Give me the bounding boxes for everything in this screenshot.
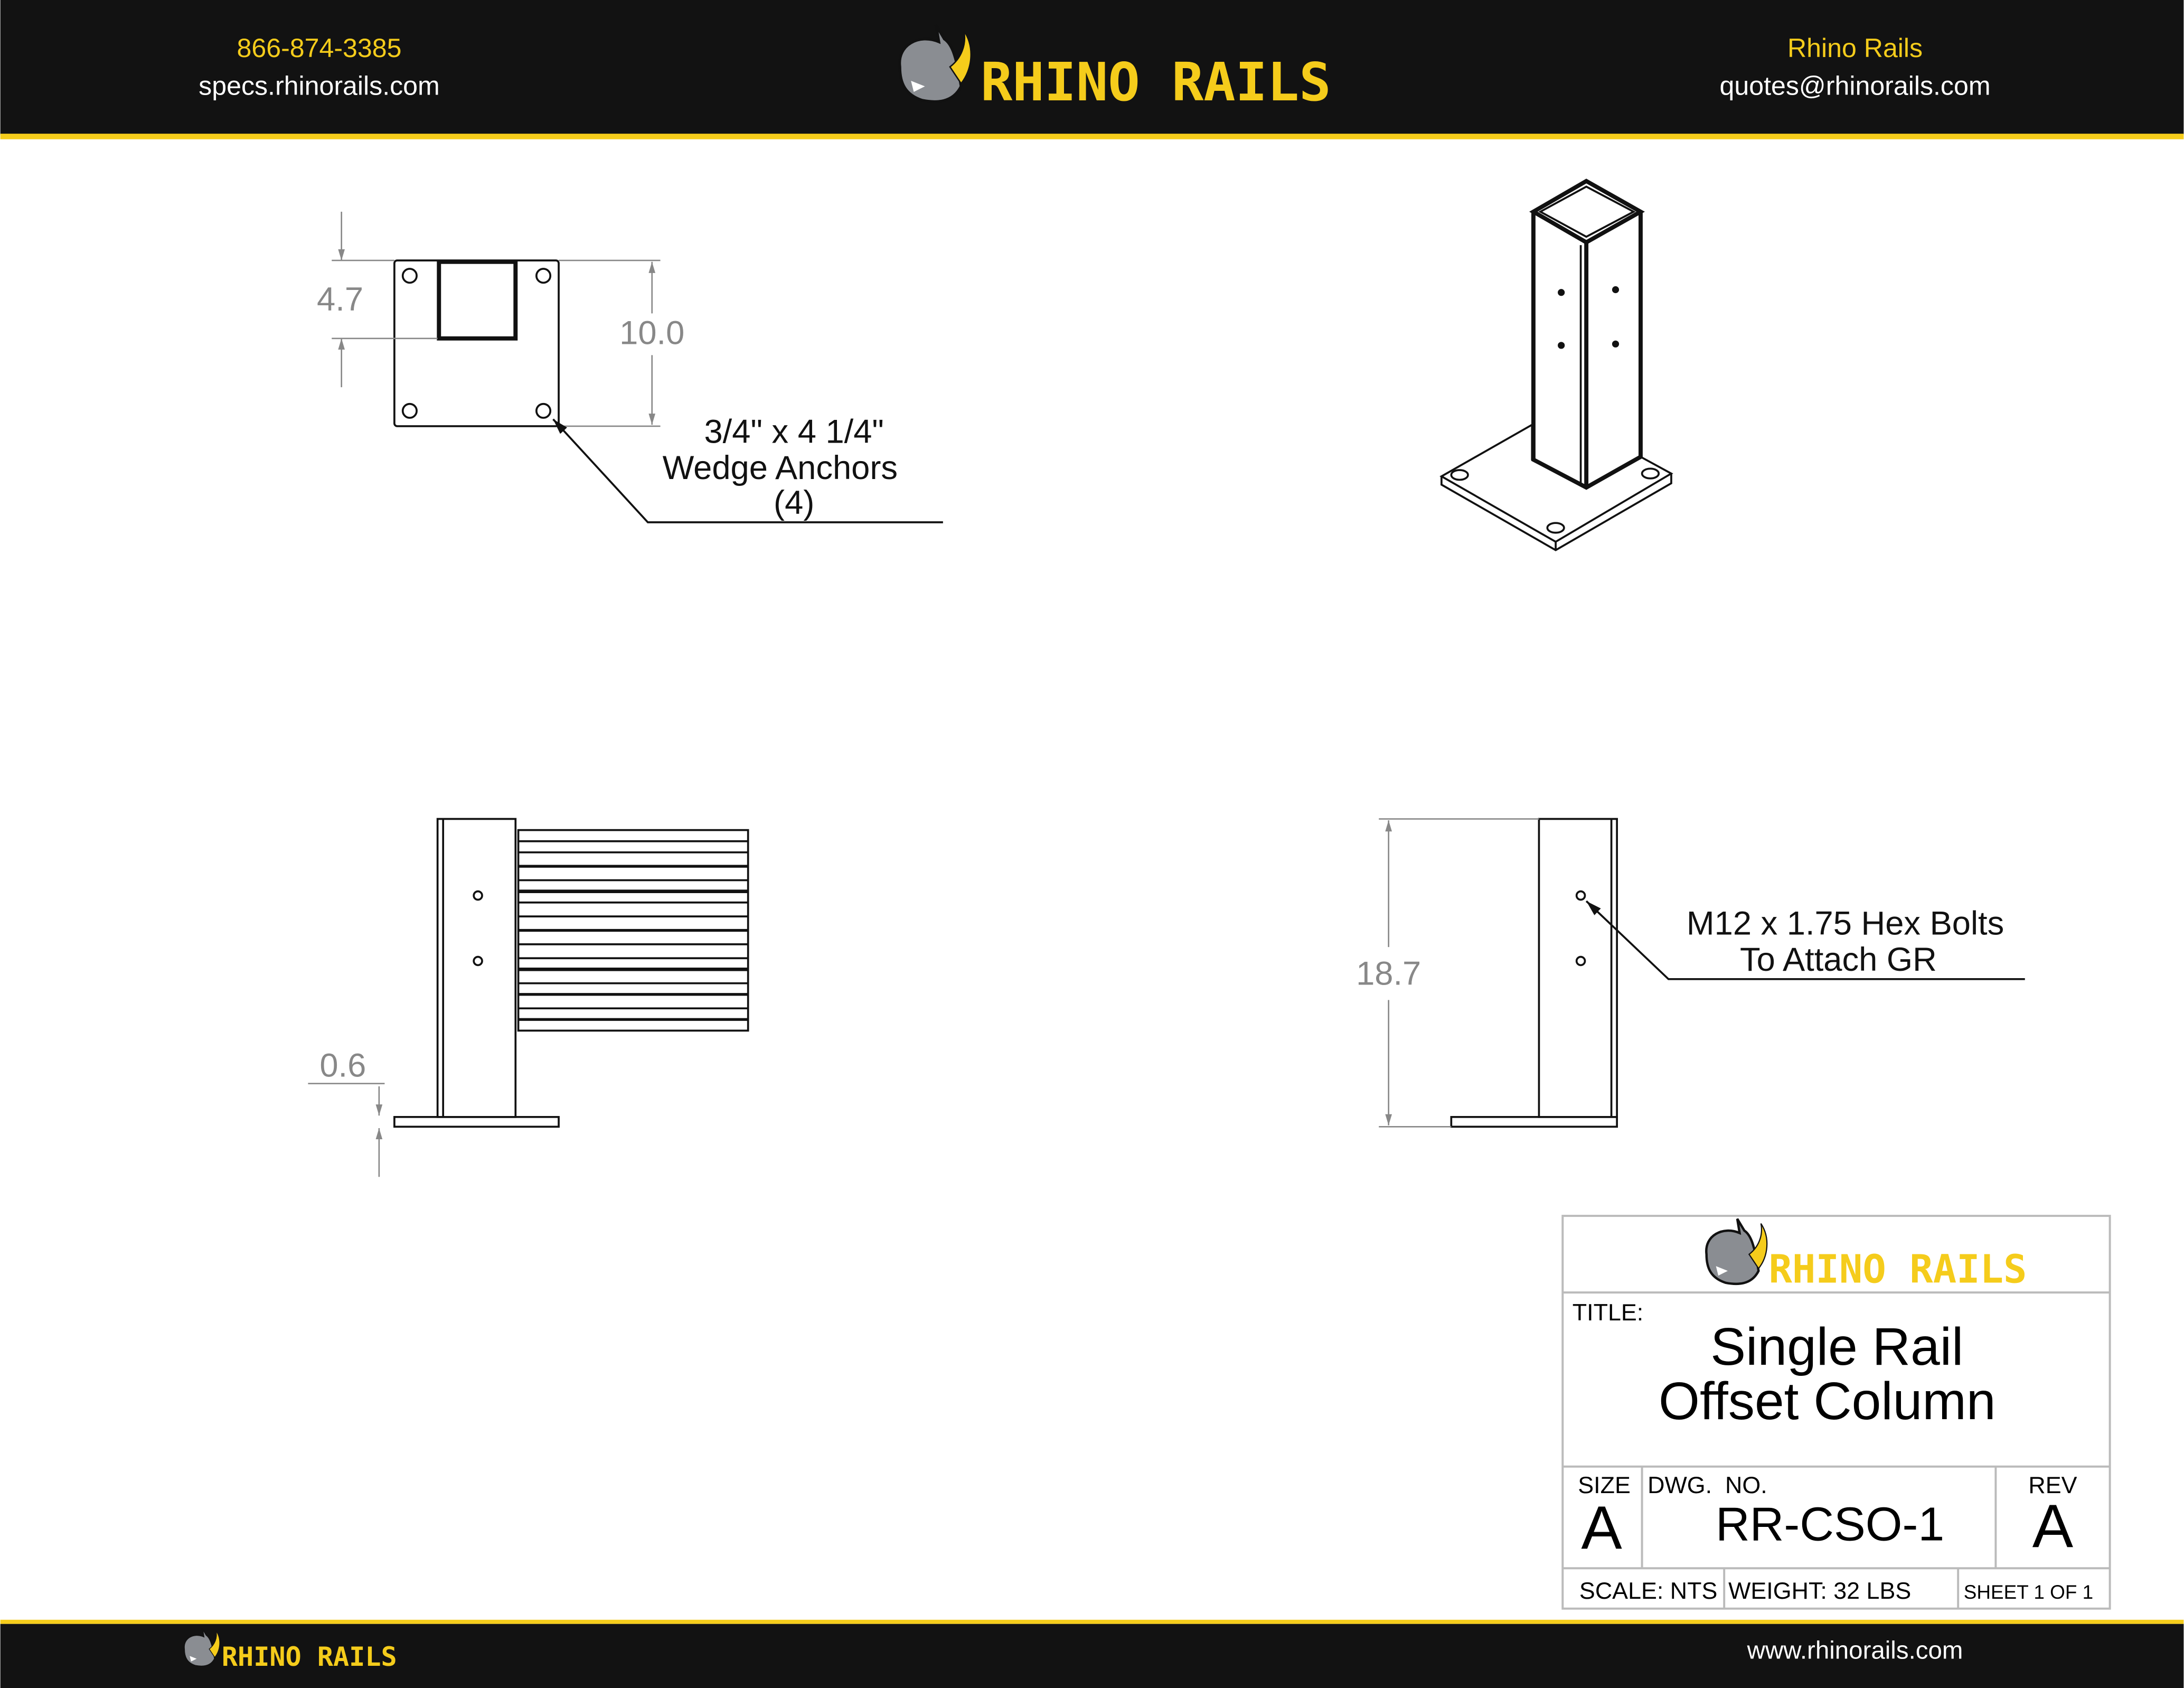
anchor-note: 3/4" x 4 1/4"	[704, 414, 884, 451]
top-view-drawing: 4.7 10.0 3/4" x 4 1/4" Wedge Anchors (4)	[317, 211, 943, 523]
bolt-note: M12 x 1.75 Hex Bolts	[1687, 905, 2004, 942]
sheet-value: SHEET 1 OF 1	[1964, 1581, 2093, 1603]
phone-number[interactable]: 866-874-3385	[237, 33, 402, 63]
drawing-title: Offset Column	[1659, 1372, 1996, 1431]
footer-bar: RHINO RAILS www.rhinorails.com	[0, 1619, 2184, 1688]
anchor-note: (4)	[774, 484, 814, 521]
email-link[interactable]: quotes@rhinorails.com	[1720, 71, 1991, 100]
size-value: A	[1581, 1493, 1622, 1562]
website-link[interactable]: www.rhinorails.com	[1747, 1637, 1963, 1665]
dimension-label: 10.0	[619, 314, 684, 351]
scale-value: SCALE: NTS	[1579, 1578, 1717, 1604]
weight-value: WEIGHT: 32 LBS	[1728, 1578, 1911, 1604]
dimension-label: 18.7	[1356, 955, 1421, 992]
title-block: RHINO RAILS TITLE: Single Rail Offset Co…	[1561, 1215, 2111, 1610]
side-view-drawing: 0.6	[308, 818, 749, 1177]
specs-link[interactable]: specs.rhinorails.com	[199, 71, 440, 100]
isometric-view-drawing	[1439, 179, 1673, 551]
size-label: SIZE	[1578, 1472, 1631, 1498]
rhino-logo-icon	[1706, 1219, 1767, 1284]
anchor-note: Wedge Anchors	[663, 449, 898, 486]
drawing-title: Single Rail	[1710, 1317, 1963, 1376]
header-bar: 866-874-3385 specs.rhinorails.com Rhino …	[0, 0, 2184, 139]
dimension-label: 4.7	[317, 281, 363, 318]
front-view-drawing: 18.7 M12 x 1.75 Hex Bolts To Attach GR	[1356, 818, 2025, 1128]
title-label: TITLE:	[1573, 1299, 1643, 1326]
dwg-no-label: DWG. NO.	[1648, 1472, 1767, 1498]
rev-value: A	[2032, 1492, 2074, 1561]
company-name: Rhino Rails	[1787, 33, 1923, 63]
bolt-note: To Attach GR	[1740, 941, 1937, 978]
header-logo: RHINO RAILS	[900, 25, 1331, 113]
dwg-no-value: RR-CSO-1	[1716, 1497, 1944, 1550]
rev-label: REV	[2028, 1472, 2077, 1498]
logo-text: RHINO RAILS	[981, 51, 1331, 113]
title-block-logo-text: RHINO RAILS	[1769, 1247, 2027, 1292]
footer-logo-text: RHINO RAILS	[222, 1641, 397, 1672]
dimension-label: 0.6	[319, 1047, 366, 1084]
